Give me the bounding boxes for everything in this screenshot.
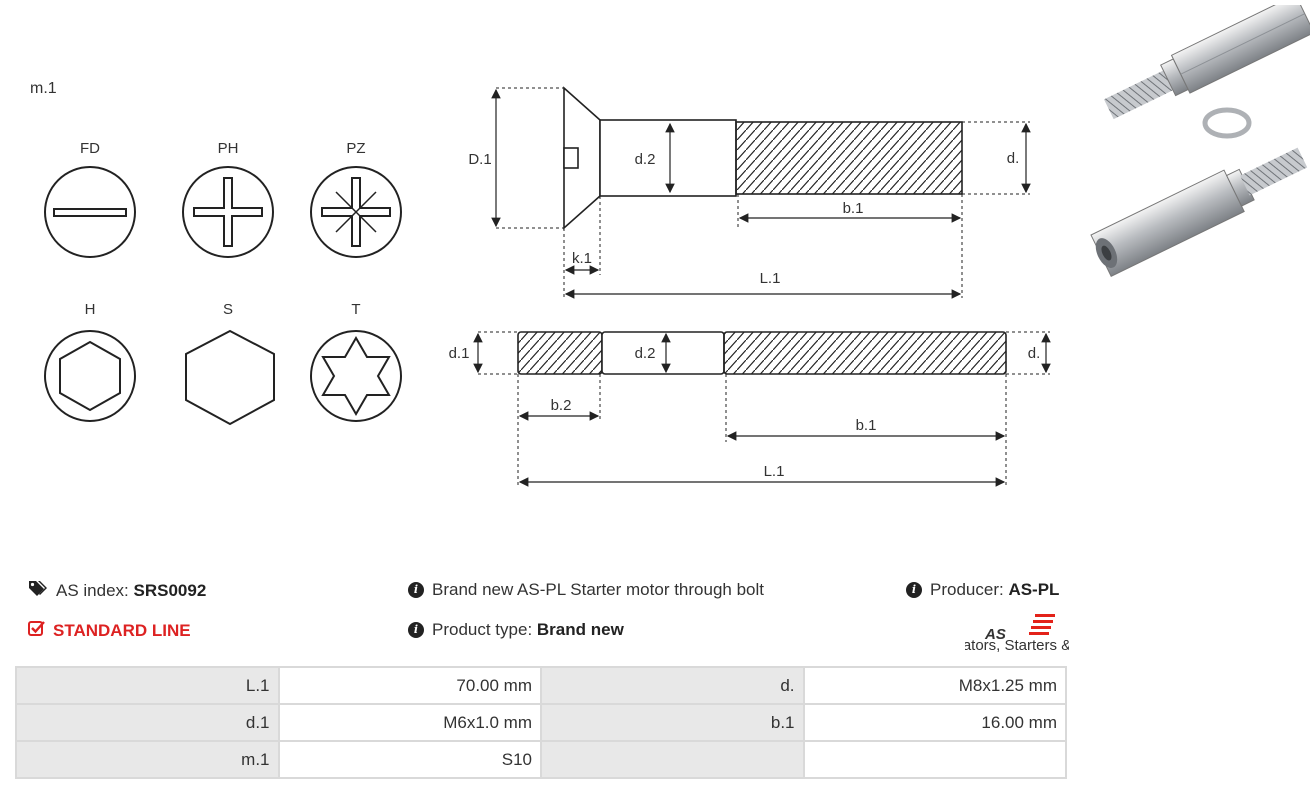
spec-key: d. <box>540 666 805 705</box>
label-b1: b.1 <box>843 200 864 217</box>
hex-head-icon <box>185 329 275 426</box>
info-icon: i <box>408 622 424 638</box>
label-stud-b2: b.2 <box>551 397 572 414</box>
product-type-row: i Product type: Brand new <box>408 620 624 640</box>
description-row: i Brand new AS-PL Starter motor through … <box>408 580 764 600</box>
countersunk-bolt <box>563 86 963 230</box>
head-code-t: T <box>351 301 360 318</box>
label-stud-d: d. <box>1028 345 1041 362</box>
standard-line-text: STANDARD LINE <box>53 621 191 640</box>
svg-text:Alternators, Starters & Parts: Alternators, Starters & Parts <box>965 637 1069 654</box>
label-D1: D.1 <box>468 151 491 168</box>
pozidriv-head-icon <box>310 166 402 258</box>
head-code-s: S <box>223 301 233 318</box>
label-stud-d1: d.1 <box>449 345 470 362</box>
product-type-value: Brand new <box>536 620 624 639</box>
label-d2: d.2 <box>635 151 656 168</box>
tags-icon <box>28 580 48 601</box>
check-square-icon <box>28 620 45 642</box>
hex-socket-head-icon <box>44 330 136 422</box>
label-d: d. <box>1007 150 1020 167</box>
producer-row: i Producer: AS-PL <box>906 580 1059 600</box>
spec-key: m.1 <box>15 740 280 779</box>
spec-key: L.1 <box>15 666 280 705</box>
label-stud-L1: L.1 <box>764 463 785 480</box>
spec-value: M6x1.0 mm <box>277 703 542 742</box>
spec-key: d.1 <box>15 703 280 742</box>
as-index-value: SRS0092 <box>133 580 207 600</box>
table-row: m.1 S10 <box>15 740 1067 779</box>
info-icon: i <box>906 582 922 598</box>
drive-types-diagram: FD PH PZ H S T <box>44 140 402 426</box>
spec-value: S10 <box>277 740 542 779</box>
spec-key <box>540 740 805 779</box>
head-code-ph: PH <box>218 140 239 157</box>
as-index-label: AS index: <box>56 580 129 600</box>
head-code-h: H <box>85 301 96 318</box>
label-L1: L.1 <box>760 270 781 287</box>
producer-label: Producer: <box>930 580 1004 599</box>
product-photo <box>1090 5 1310 278</box>
table-row: d.1 M6x1.0 mm b.1 16.00 mm <box>15 703 1067 742</box>
head-code-pz: PZ <box>346 140 365 157</box>
specs-table: L.1 70.00 mm d. M8x1.25 mm d.1 M6x1.0 mm… <box>15 666 1067 779</box>
m1-label: m.1 <box>30 80 57 97</box>
producer-value: AS-PL <box>1008 580 1060 599</box>
label-k1: k.1 <box>572 250 592 267</box>
spec-value: 16.00 mm <box>802 703 1067 742</box>
info-icon: i <box>408 582 424 598</box>
table-row: L.1 70.00 mm d. M8x1.25 mm <box>15 666 1067 705</box>
stud-bolt <box>517 331 1007 375</box>
svg-text:AS: AS <box>984 626 1006 643</box>
description-text: Brand new AS-PL Starter motor through bo… <box>432 580 764 599</box>
bolt-dimension-drawing: D.1 d.2 d. b.1 k.1 L.1 d.1 d.2 d. b.2 b.… <box>449 86 1051 488</box>
as-index: AS index: SRS0092 <box>28 580 206 601</box>
slotted-head-icon <box>44 166 136 258</box>
label-stud-b1: b.1 <box>856 417 877 434</box>
label-stud-d2: d.2 <box>635 345 656 362</box>
spec-value: M8x1.25 mm <box>802 666 1067 705</box>
spec-value <box>802 740 1067 779</box>
phillips-head-icon <box>182 166 274 258</box>
torx-head-icon <box>310 330 402 422</box>
as-pl-logo: AS Alternators, Starters & Parts <box>924 608 1110 654</box>
standard-line-badge: STANDARD LINE <box>28 620 191 642</box>
spec-value: 70.00 mm <box>277 666 542 705</box>
spec-key: b.1 <box>540 703 805 742</box>
product-type-label: Product type: <box>432 620 533 639</box>
head-code-fd: FD <box>80 140 100 157</box>
